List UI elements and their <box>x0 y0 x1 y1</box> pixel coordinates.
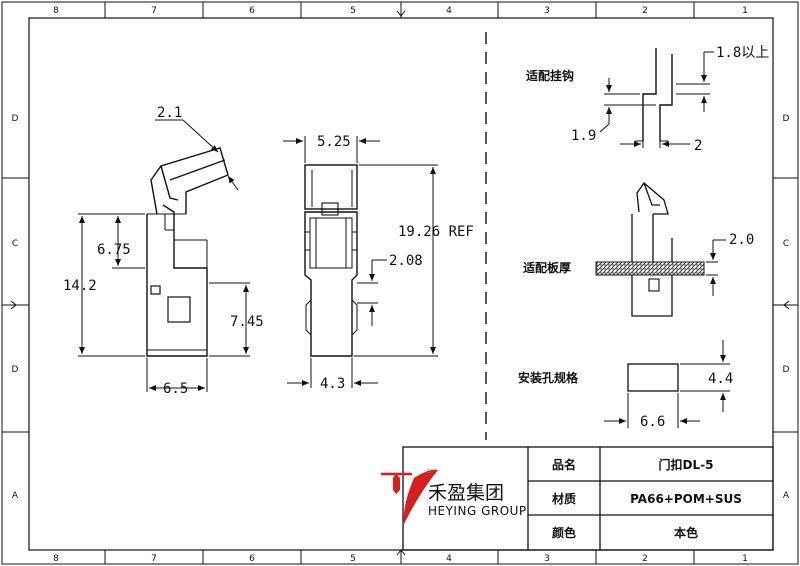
ruler-top-6: 6 <box>249 6 255 16</box>
dim-hook-thickness: 2.1 <box>157 105 182 121</box>
company-name-cn: 禾盈集团 <box>428 482 504 504</box>
front-view-body <box>304 211 358 357</box>
dim-upper-height: 6.75 <box>97 242 131 258</box>
ruler-bottom-2: 2 <box>642 554 648 564</box>
ruler-bottom-3: 3 <box>544 554 550 564</box>
side-view-dimensions <box>78 119 250 392</box>
ruler-right-row-3: D <box>783 365 790 375</box>
ruler-top-1: 1 <box>742 6 748 16</box>
ruler-bottom-1: 1 <box>742 554 748 564</box>
dim-hole-width: 6.6 <box>640 414 665 430</box>
front-view-dimensions <box>283 136 438 388</box>
ruler-right-row-1: D <box>783 114 790 124</box>
ruler-left-row-2: C <box>12 239 18 249</box>
detail-plate-label: 适配板厚 <box>523 260 571 275</box>
ruler-left-row-4: A <box>12 491 19 501</box>
detail-hole-label: 安装孔规格 <box>518 370 579 385</box>
ruler-top-7: 7 <box>151 6 157 16</box>
front-view-head <box>304 164 358 210</box>
field-value-name: 门扣DL-5 <box>659 457 714 472</box>
ruler-left-row-1: D <box>12 114 19 124</box>
dim-overall-height: 19.26 REF <box>398 224 474 240</box>
ruler-bottom-6: 6 <box>249 554 255 564</box>
ruler-top-3: 3 <box>544 6 550 16</box>
field-value-material: PA66+POM+SUS <box>630 492 742 506</box>
ruler-top-8: 8 <box>53 6 59 16</box>
detail-hole-dimensions <box>604 340 730 428</box>
ruler-bottom-4: 4 <box>446 554 452 564</box>
side-view-hook <box>150 147 229 215</box>
ruler-labels: 8 7 6 5 4 3 2 1 8 7 6 5 4 3 2 1 D C D A … <box>12 6 790 564</box>
dim-hook-gap: 2 <box>694 138 702 154</box>
ruler-top-2: 2 <box>642 6 648 16</box>
side-view-body <box>146 204 208 357</box>
ruler-bottom-7: 7 <box>151 554 157 564</box>
logo-swoosh-icon <box>403 469 438 524</box>
field-label-name: 品名 <box>552 457 576 472</box>
dim-lower-height: 7.45 <box>230 314 264 330</box>
field-value-color: 本色 <box>674 525 698 540</box>
dim-slot: 2.08 <box>389 253 423 269</box>
ruler-bottom-8: 8 <box>53 554 59 564</box>
company-logo: 禾盈集团 HEYING GROUP <box>381 468 527 524</box>
dim-hook-thick: 1.9 <box>571 128 596 144</box>
company-name-en: HEYING GROUP <box>428 504 527 518</box>
dim-top-width: 5.25 <box>317 134 351 150</box>
field-label-color: 颜色 <box>552 525 576 540</box>
front-view <box>304 164 358 357</box>
ruler-bottom-5: 5 <box>350 554 356 564</box>
title-block <box>402 446 774 551</box>
detail-hook-label: 适配挂钩 <box>526 68 574 83</box>
detail-hook-dimensions <box>599 51 714 148</box>
field-label-material: 材质 <box>551 491 576 506</box>
plate-hatch <box>595 261 705 276</box>
dim-side-width: 6.5 <box>163 381 188 397</box>
ruler-right-row-2: C <box>783 239 789 249</box>
dim-total-height: 14.2 <box>63 278 97 294</box>
dim-hook-min: 1.8以上 <box>716 45 769 61</box>
detail-plate-dimensions <box>706 239 726 296</box>
mounting-hole <box>627 363 679 392</box>
side-view <box>146 147 229 357</box>
detail-plate-drawing <box>631 182 673 317</box>
ruler-right-row-4: A <box>783 491 790 501</box>
detail-hook-drawing <box>635 48 673 142</box>
ruler-top-4: 4 <box>446 6 452 16</box>
ruler-left-row-3: D <box>12 365 19 375</box>
dim-bottom-width: 4.3 <box>320 376 345 392</box>
dim-plate-thickness: 2.0 <box>729 232 754 248</box>
ruler-top-5: 5 <box>350 6 356 16</box>
dim-hole-height: 4.4 <box>708 371 733 387</box>
